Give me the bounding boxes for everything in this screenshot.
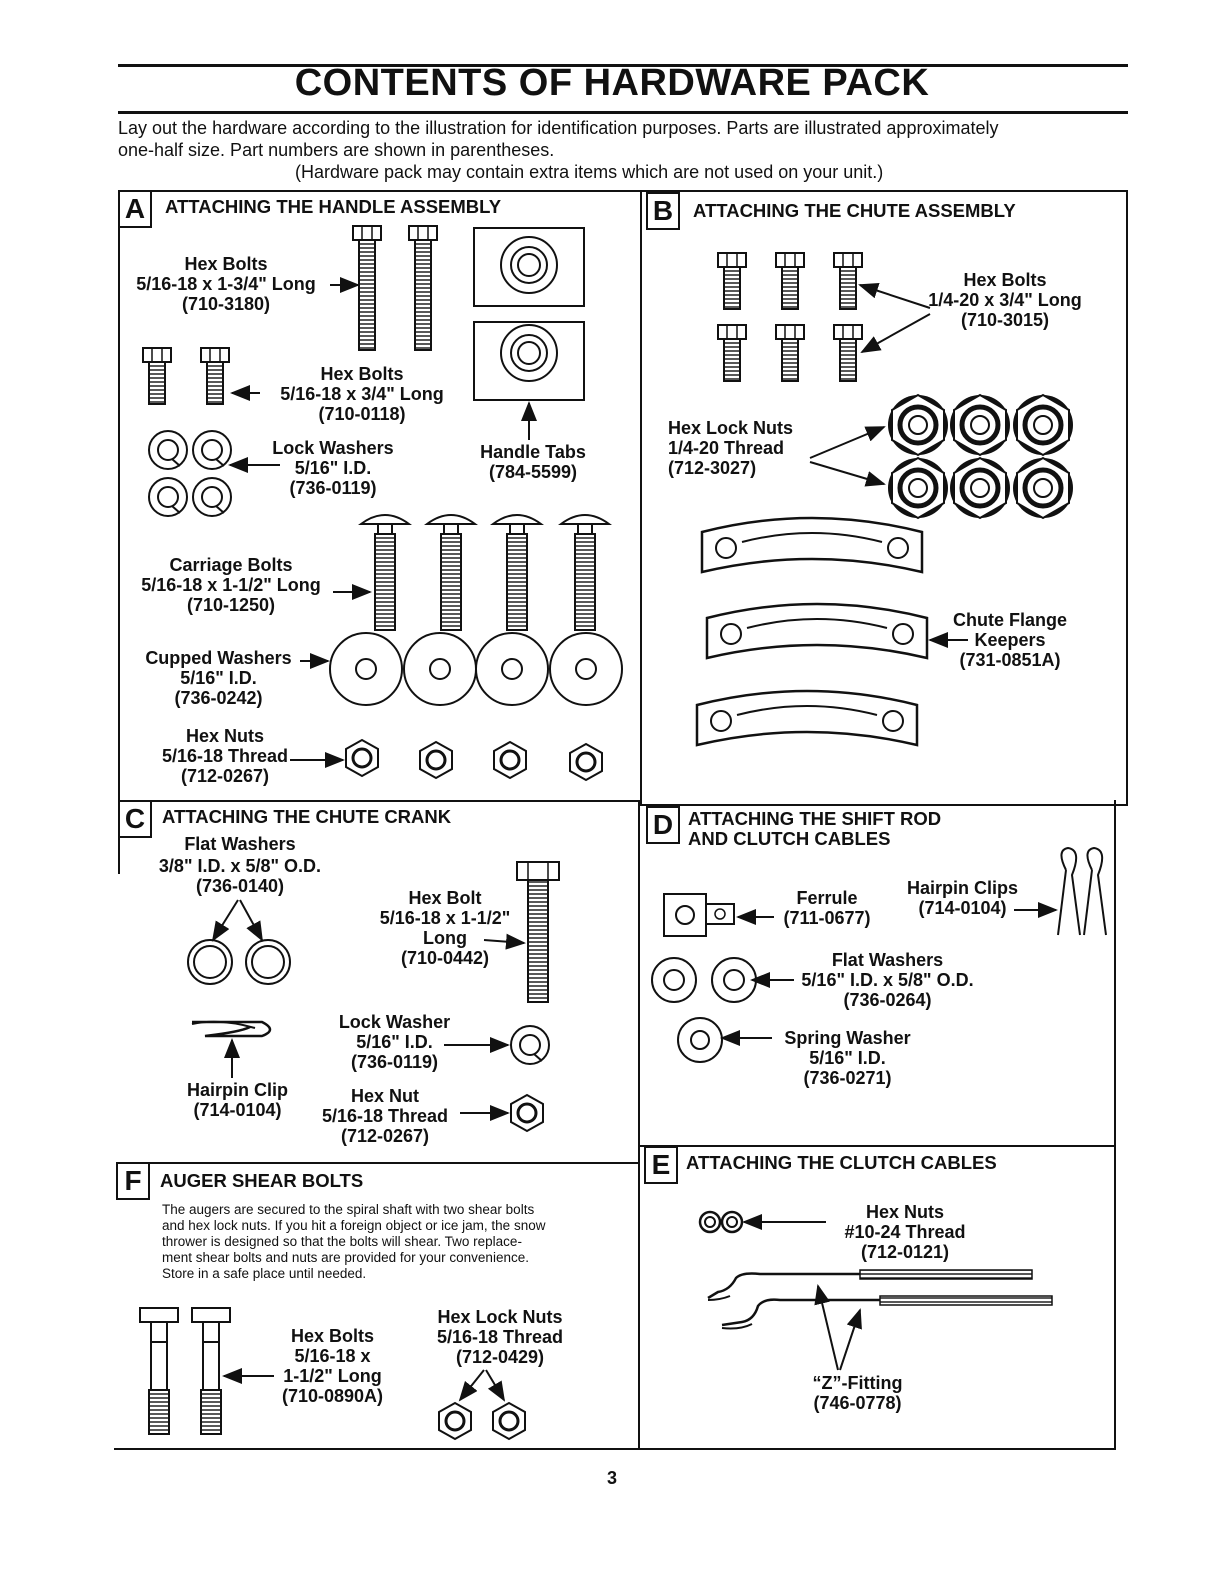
center-divider <box>638 800 640 1450</box>
section-e-top-rule <box>640 1145 1116 1147</box>
section-c-top-rule <box>118 800 638 802</box>
section-a-letter: A <box>118 190 152 228</box>
section-c-letter: C <box>118 800 152 838</box>
a-handle-tab-icon <box>473 227 585 401</box>
b-hex-lock-nut-icon <box>888 395 1073 518</box>
c-lock-washer-icon <box>510 1025 550 1065</box>
c-hairpin-clip-label: Hairpin Clip(714-0104) <box>186 1080 288 1120</box>
c-hex-nut-icon <box>509 1093 545 1133</box>
d-ferrule-icon <box>663 893 735 937</box>
f-hex-bolt-icon <box>139 1307 231 1435</box>
section-b-box <box>640 190 1128 806</box>
bottom-rule <box>114 1448 1116 1450</box>
section-c-heading: ATTACHING THE CHUTE CRANK <box>162 806 452 827</box>
right-border <box>1114 800 1116 1450</box>
e-z-fitting-label: “Z”-Fitting(746-0778) <box>812 1373 903 1413</box>
a-cupped-washer-icon <box>329 632 623 706</box>
a-hex-bolt-short-icon <box>142 347 230 405</box>
d-hairpin-clips-label: Hairpin Clips(714-0104) <box>906 878 1018 918</box>
a-handle-tabs-label: Handle Tabs(784-5599) <box>480 442 586 482</box>
c-hex-bolt-icon <box>516 861 560 1003</box>
page-number: 3 <box>606 1468 617 1488</box>
intro-line-2: one-half size. Part numbers are shown in… <box>118 140 555 160</box>
title-rule <box>118 111 1128 114</box>
a-lock-washer-icon <box>148 430 232 517</box>
section-b-letter: B <box>646 192 680 230</box>
a-carriage-bolt-icon <box>360 514 610 631</box>
intro-line-1: Lay out the hardware according to the il… <box>118 118 999 138</box>
b-hex-bolt-icon <box>717 252 863 382</box>
section-d-heading-1: ATTACHING THE SHIFT ROD <box>688 808 942 829</box>
section-f-top-rule <box>118 1162 638 1164</box>
b-chute-flange-keeper-icon <box>695 516 929 747</box>
section-f-heading: AUGER SHEAR BOLTS <box>160 1170 364 1191</box>
d-hairpin-clip-icon <box>1057 846 1107 936</box>
d-ferrule-label: Ferrule(711-0677) <box>783 888 871 928</box>
section-f-letter: F <box>116 1162 150 1200</box>
d-spring-washer-icon <box>677 1017 723 1063</box>
f-description: The augers are secured to the spiral sha… <box>162 1202 546 1281</box>
a-hex-bolt-long-icon <box>352 225 438 351</box>
f-hex-lock-nut-icon <box>437 1401 527 1441</box>
top-rule <box>118 64 1128 67</box>
c-hairpin-clip-icon <box>191 1020 272 1038</box>
e-z-fitting-icon <box>707 1269 1053 1330</box>
intro-line-3: (Hardware pack may contain extra items w… <box>295 162 884 182</box>
section-d-heading-2: AND CLUTCH CABLES <box>688 828 891 849</box>
section-b-heading: ATTACHING THE CHUTE ASSEMBLY <box>693 200 1016 221</box>
page-title: CONTENTS OF HARDWARE PACK <box>294 62 930 104</box>
c-flat-washers-size: 3/8" I.D. x 5/8" O.D.(736-0140) <box>158 856 322 896</box>
section-a-heading: ATTACHING THE HANDLE ASSEMBLY <box>165 196 502 217</box>
a-hex-nut-icon <box>344 738 604 782</box>
d-flat-washer-icon <box>651 957 757 1003</box>
c-flat-washer-icon <box>187 939 291 985</box>
c-flat-washers-label: Flat Washers <box>184 834 296 854</box>
section-d-letter: D <box>646 806 680 844</box>
section-e-heading: ATTACHING THE CLUTCH CABLES <box>686 1152 997 1173</box>
section-e-letter: E <box>644 1146 678 1184</box>
e-hex-nuts-label: Hex Nuts#10-24 Thread(712-0121) <box>844 1202 966 1262</box>
section-a-box <box>118 190 642 800</box>
e-hex-nut-icon <box>698 1210 744 1234</box>
